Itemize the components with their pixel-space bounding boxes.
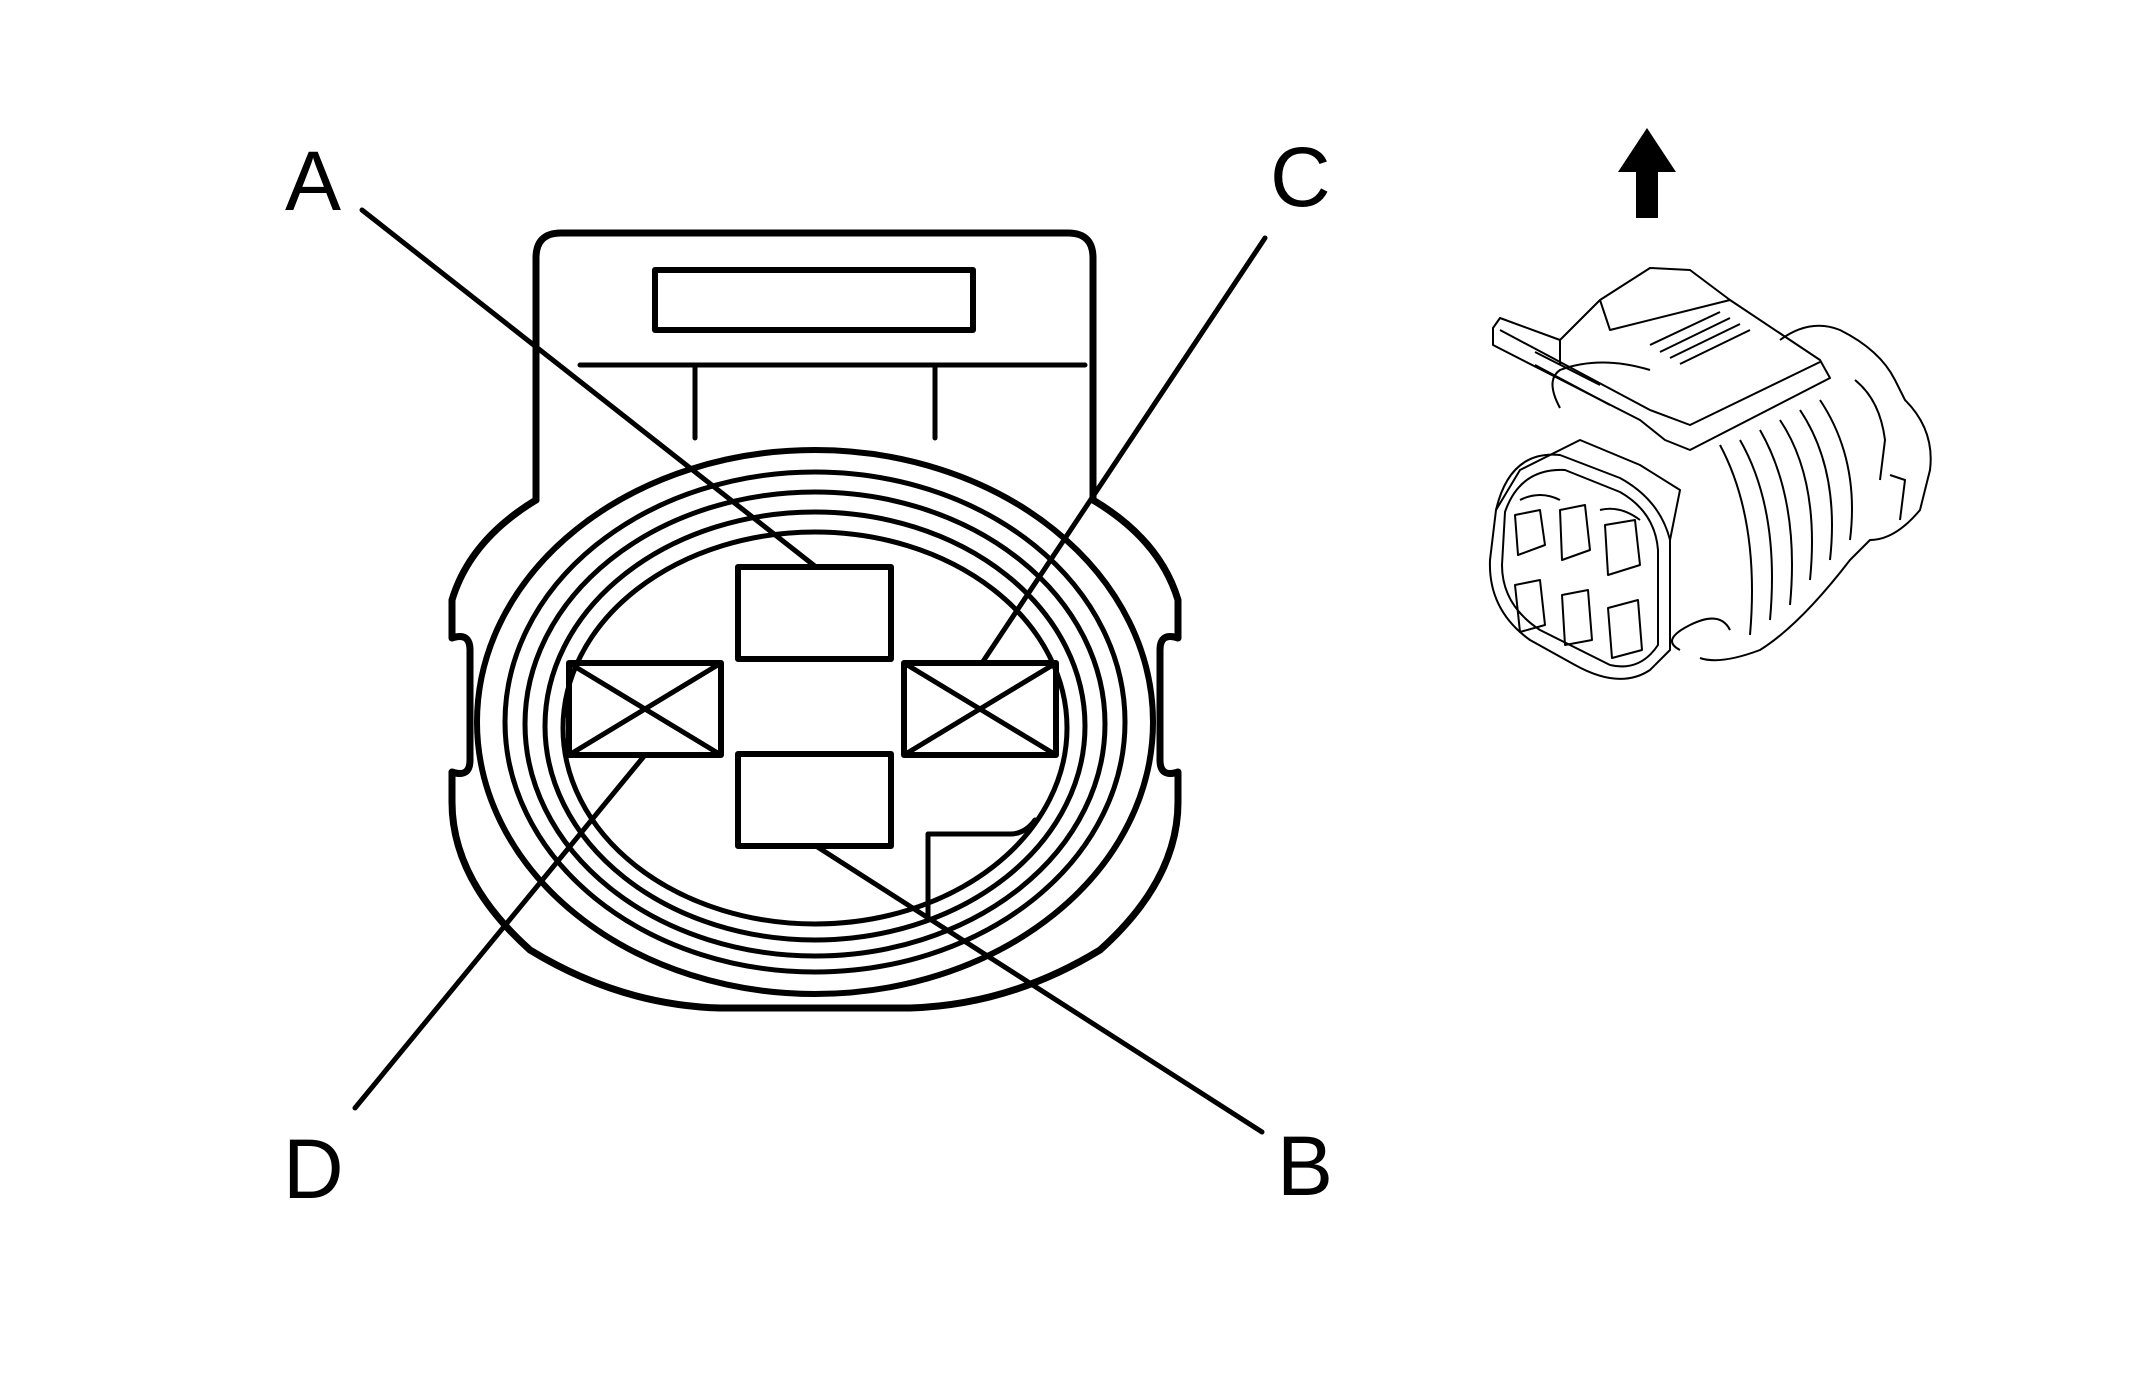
seal-ring-5	[560, 529, 1070, 927]
leader-c	[979, 235, 1268, 666]
pin-label-b: B	[1277, 1119, 1333, 1213]
seal-ring-2	[502, 469, 1128, 975]
seal-ring-3	[522, 489, 1108, 959]
leader-b	[813, 843, 1265, 1135]
cavity-c-plugged	[901, 660, 1059, 758]
seal-ring-4	[542, 509, 1088, 943]
cavity-a	[735, 564, 894, 662]
pin-labels: A C D B	[283, 130, 1333, 1216]
leader-d	[352, 752, 648, 1111]
latch-housing	[532, 229, 1097, 504]
up-arrow-icon	[1618, 128, 1676, 218]
connector-face	[448, 229, 1182, 1012]
outer-shell	[448, 496, 1182, 1012]
pin-label-a: A	[285, 134, 341, 228]
pin-label-c: C	[1270, 130, 1331, 224]
latch-shoulder	[577, 362, 1088, 441]
connector-isometric-icon	[1488, 267, 1932, 680]
seal-ring-1	[474, 447, 1156, 997]
cavity-d-plugged	[566, 660, 724, 758]
leader-lines	[352, 207, 1268, 1135]
leader-a	[359, 207, 819, 570]
cavity-b	[735, 751, 894, 849]
latch-window	[652, 267, 976, 333]
keying-notch	[925, 817, 1038, 923]
pin-label-d: D	[283, 1122, 344, 1216]
